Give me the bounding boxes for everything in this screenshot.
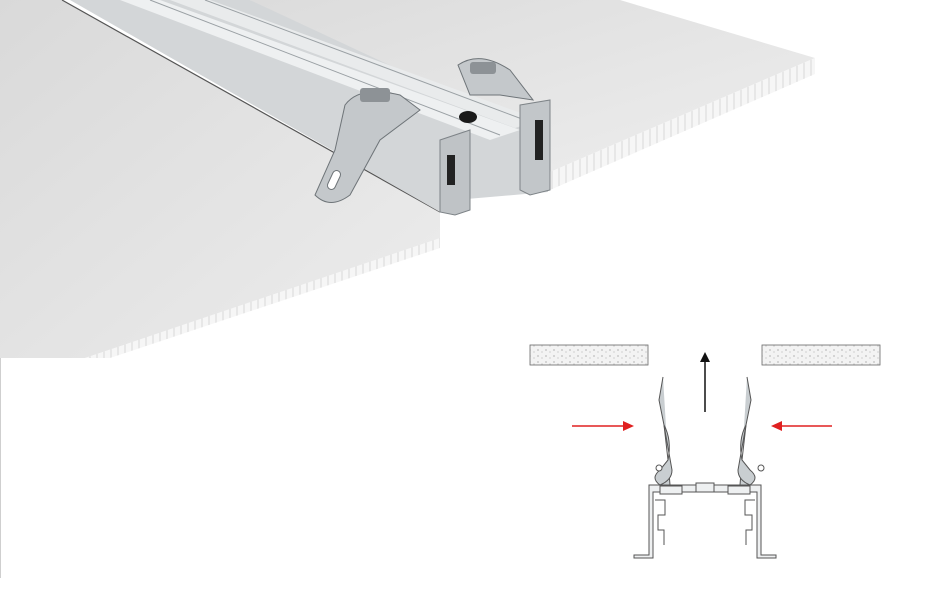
arrow-right-icon	[572, 421, 634, 431]
profile-cross-section	[633, 482, 777, 559]
ceiling-board-right-section	[761, 344, 881, 366]
clip-right	[737, 376, 765, 488]
right-ceiling-board	[250, 0, 815, 172]
left-board-edge	[85, 238, 440, 358]
spring-clip-back	[457, 58, 535, 101]
ceiling-board-left-section	[529, 344, 649, 366]
spring-clip-front	[314, 88, 421, 203]
arrow-up-icon	[700, 352, 710, 412]
clip-left	[654, 376, 673, 488]
arrow-left-icon	[771, 421, 832, 431]
left-ceiling-board	[0, 0, 440, 358]
right-board-edge	[550, 58, 815, 190]
led-profile	[70, 0, 551, 216]
